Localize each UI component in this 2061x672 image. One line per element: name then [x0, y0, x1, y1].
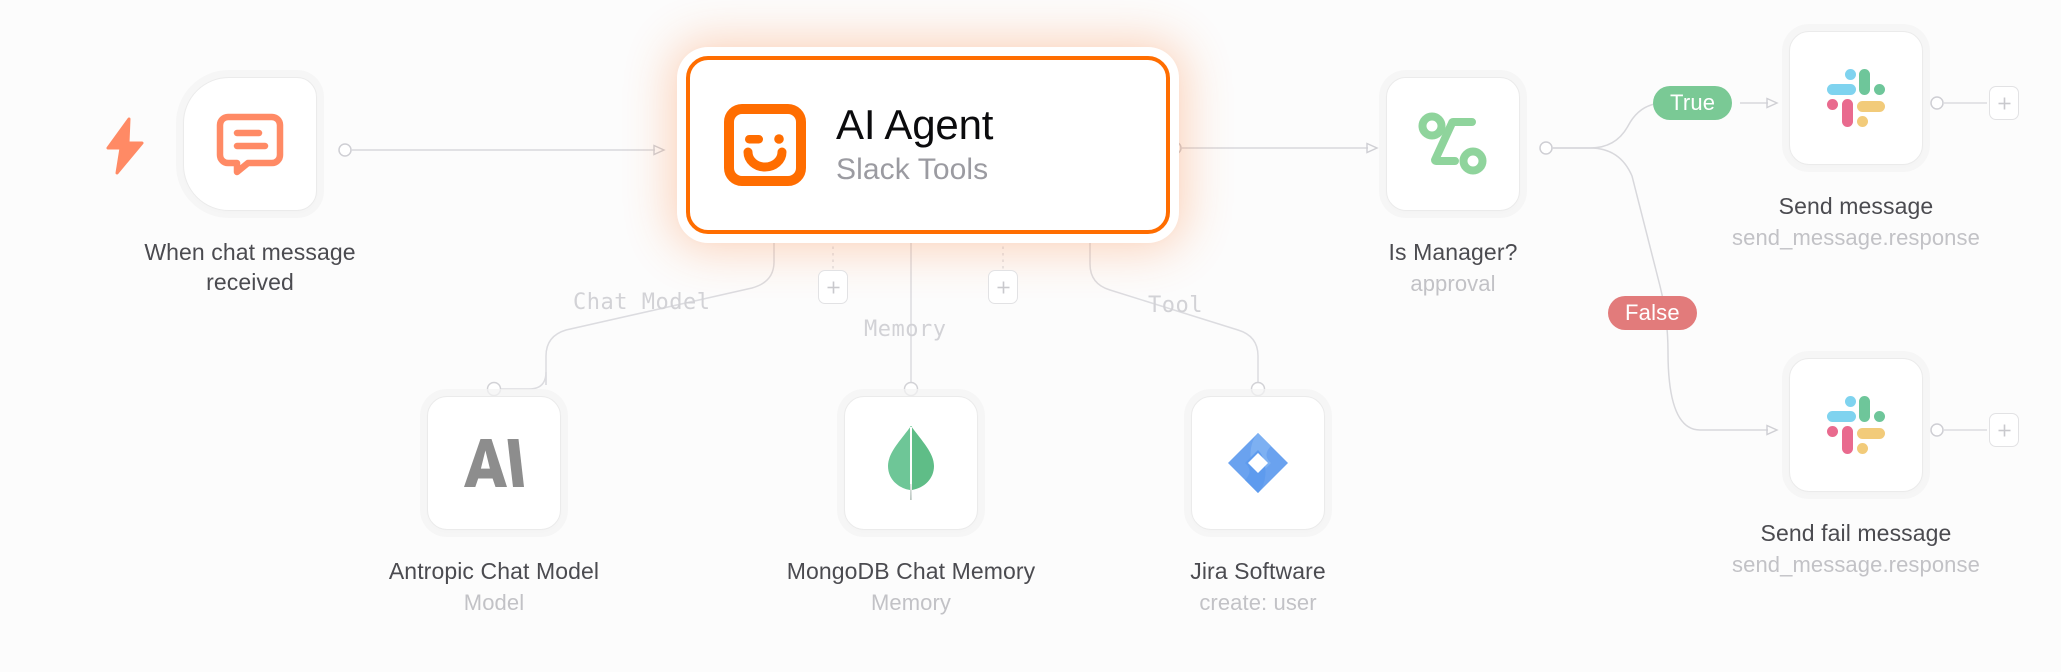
node-card[interactable] [1789, 358, 1923, 492]
node-title: AI Agent [836, 100, 994, 148]
plus-icon [997, 281, 1009, 293]
jira-logo-icon [1227, 432, 1289, 494]
add-after-send-fail-message-button[interactable] [1989, 413, 2019, 447]
sub-label-chat-model: Chat Model [573, 290, 711, 315]
node-subtitle: Model [463, 590, 525, 616]
node-subtitle: send_message.response [1732, 552, 1980, 578]
node-send-message[interactable]: Send message send_message.response [1732, 31, 1980, 250]
node-subtitle: send_message.response [1732, 225, 1980, 251]
node-mongodb-chat-memory[interactable]: MongoDB Chat Memory Memory [787, 396, 1035, 615]
node-card[interactable] [1789, 31, 1923, 165]
branch-badge-true[interactable]: True [1653, 86, 1733, 120]
node-caption: When chat message received [100, 237, 400, 298]
node-caption: Send message send_message.response [1646, 191, 2061, 252]
sub-label-memory: Memory [864, 317, 947, 342]
anthropic-logo-icon [463, 437, 525, 489]
node-title: Is Manager? [1388, 239, 1518, 265]
node-caption: Jira Software create: user [1088, 556, 1428, 617]
switch-branch-icon [1417, 112, 1489, 176]
add-after-send-message-button[interactable] [1989, 86, 2019, 120]
node-subtitle: approval [1410, 271, 1496, 297]
node-caption: MongoDB Chat Memory Memory [711, 556, 1111, 617]
edge-agent-to-memory [903, 225, 919, 397]
node-jira-software[interactable]: Jira Software create: user [1190, 396, 1326, 615]
node-title: Send fail message [1760, 520, 1952, 546]
node-card[interactable] [1386, 77, 1520, 211]
edge-trigger-to-agent [338, 143, 655, 157]
node-title: Jira Software [1190, 558, 1326, 584]
node-when-chat-message-received[interactable]: When chat message received [144, 77, 356, 295]
mongodb-leaf-icon [884, 424, 938, 502]
node-subtitle: Slack Tools [836, 153, 989, 187]
node-title-line2: received [206, 269, 294, 296]
node-card[interactable] [427, 396, 561, 530]
ai-agent-smiley-icon [724, 104, 806, 186]
node-caption: Send fail message send_message.response [1636, 518, 2061, 579]
plus-icon [1998, 97, 2010, 109]
node-ai-agent[interactable]: AI Agent Slack Tools [686, 56, 1170, 234]
plus-icon [1998, 424, 2010, 436]
add-tool-slot-button[interactable] [988, 270, 1018, 304]
node-card[interactable] [844, 396, 978, 530]
slack-logo-icon [1825, 394, 1887, 456]
node-card[interactable]: AI Agent Slack Tools [686, 56, 1170, 234]
node-is-manager[interactable]: Is Manager? approval [1386, 77, 1520, 296]
slack-logo-icon [1825, 67, 1887, 129]
plus-icon [827, 281, 839, 293]
node-title: When chat message [144, 239, 356, 265]
chat-bubble-icon [216, 113, 284, 176]
node-subtitle: Memory [870, 590, 952, 616]
edge-send-fail-message-to-add [1930, 423, 1987, 437]
add-memory-slot-button[interactable] [818, 270, 848, 304]
edge-agent-to-switch [1168, 141, 1368, 155]
node-title: Send message [1778, 193, 1934, 219]
node-title: MongoDB Chat Memory [786, 558, 1036, 584]
node-card[interactable] [183, 77, 317, 211]
node-caption: Is Manager? approval [1293, 237, 1613, 298]
node-caption: Antropic Chat Model Model [314, 556, 674, 617]
edge-send-message-to-add [1930, 96, 1987, 110]
node-antropic-chat-model[interactable]: Antropic Chat Model Model [389, 396, 599, 615]
agent-text-block: AI Agent Slack Tools [836, 100, 994, 188]
node-title: Antropic Chat Model [388, 558, 600, 584]
node-card[interactable] [1191, 396, 1325, 530]
branch-badge-false[interactable]: False [1608, 296, 1697, 330]
sub-label-tool: Tool [1148, 293, 1203, 318]
lightning-bolt-icon [104, 117, 146, 175]
node-subtitle: create: user [1199, 590, 1317, 616]
node-send-fail-message[interactable]: Send fail message send_message.response [1732, 358, 1980, 577]
